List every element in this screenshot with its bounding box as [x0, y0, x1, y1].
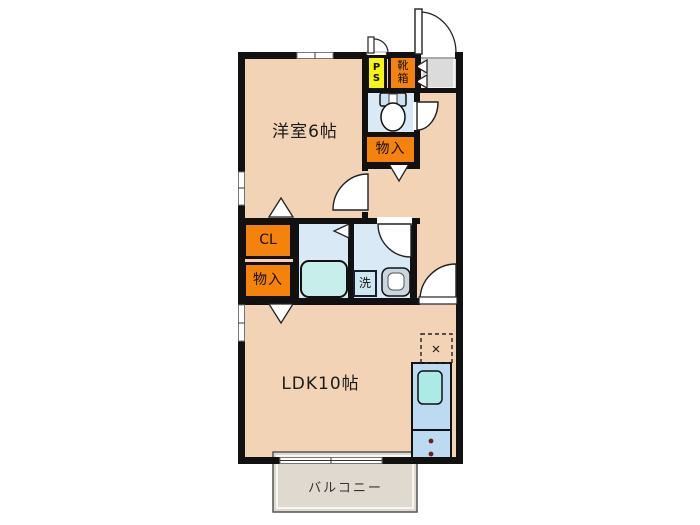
washroom-door-opening [377, 217, 412, 225]
pipe-space-box: PS [366, 55, 387, 91]
ps-door-arc [373, 38, 389, 53]
toilet-door-arc [416, 101, 439, 131]
ldk-door-arc [419, 263, 457, 301]
windows [238, 52, 383, 464]
toilet-fixture [379, 92, 407, 132]
ldk-door-leaf [418, 296, 458, 305]
door-markers [267, 58, 428, 325]
washer-box: 洗 [353, 270, 377, 297]
bathtub [300, 260, 348, 298]
entrance-door-arc [421, 11, 457, 53]
washbasin [381, 267, 411, 297]
shoebox-door-marker [414, 73, 428, 90]
storage-upper-box: 物入 [364, 134, 417, 165]
washroom-door-arc [377, 223, 412, 258]
pipe-space-label: PS [372, 61, 381, 85]
shoe-box-label: 靴箱 [397, 59, 409, 85]
closet-door-marker [267, 196, 295, 218]
ps-door-leaf [367, 36, 375, 54]
shoebox-door-marker [414, 58, 428, 75]
entrance-door-opening [421, 51, 455, 59]
bathroom-door-marker [332, 222, 350, 240]
storage-door-marker [267, 303, 295, 325]
western-room-door-arc [332, 173, 369, 211]
entrance-door-leaf [414, 8, 423, 55]
kitchen-stove [411, 429, 452, 459]
storage-lower-box: 物入 [243, 262, 293, 299]
kitchen-counter [411, 362, 452, 431]
western-room-label: 洋室6帖 [272, 122, 338, 143]
shoe-box: 靴箱 [388, 55, 418, 91]
balcony-label: バルコニー [308, 480, 383, 496]
ldk-label: LDK10帖 [281, 374, 360, 395]
doors [332, 8, 458, 305]
closet-box: CL [243, 222, 293, 259]
refrigerator-space [420, 333, 453, 364]
